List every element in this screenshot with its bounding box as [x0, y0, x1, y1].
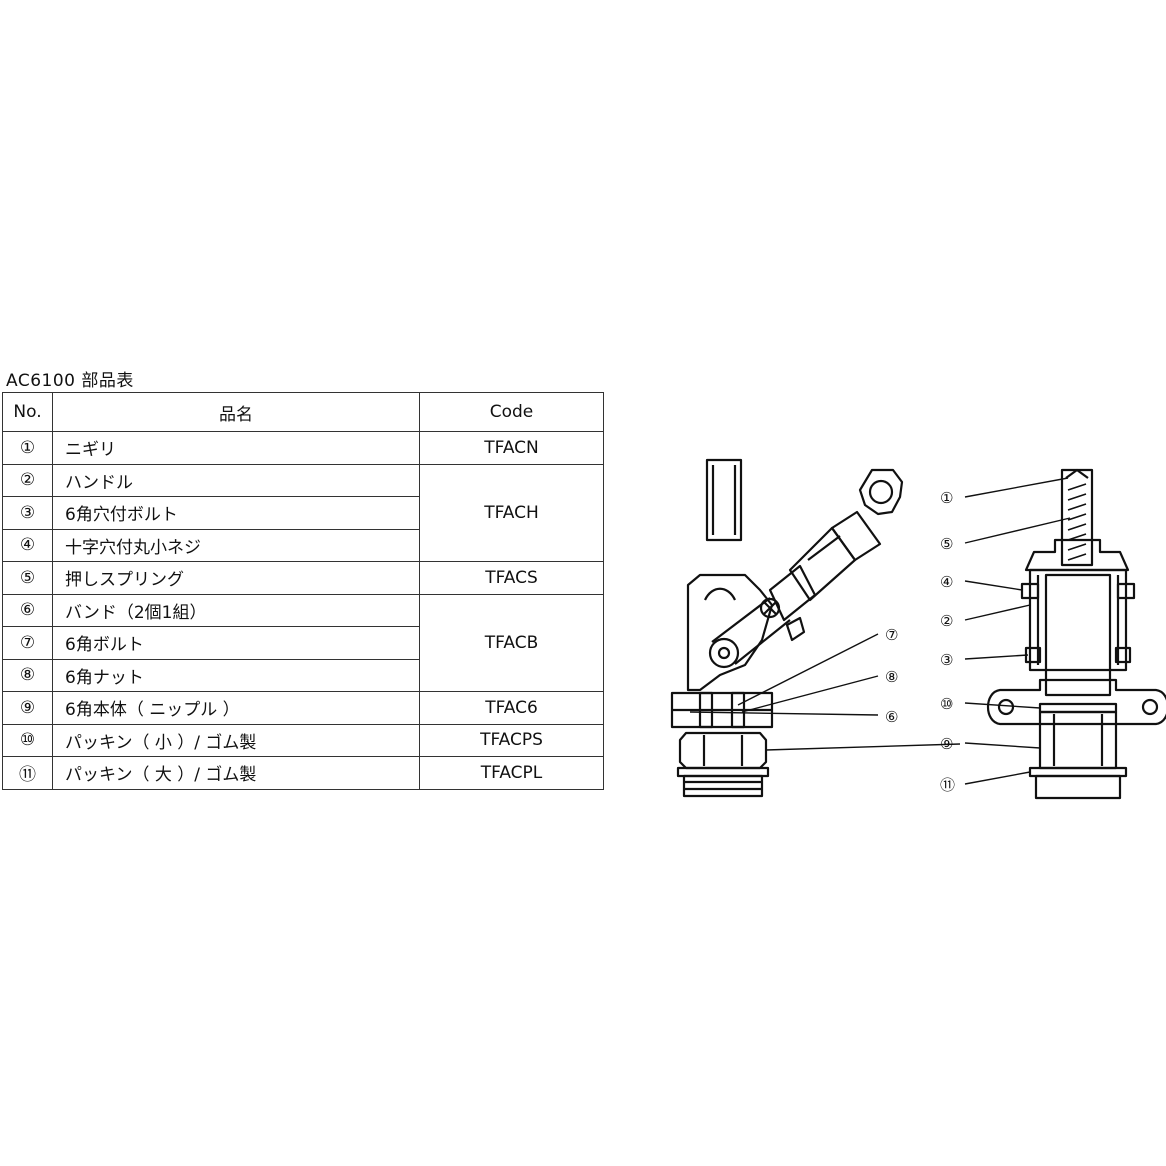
diagram-label-11: ⑪ [940, 776, 955, 794]
diagram-label-8: ⑧ [885, 668, 898, 686]
part-name: パッキン（ 小 ）/ ゴム製 [52, 723, 420, 757]
part-code: TFACH [419, 463, 604, 562]
band [670, 691, 774, 729]
part-number: ⑦ [2, 626, 53, 660]
part-code: TFACN [419, 431, 604, 465]
handle-shaft [768, 510, 882, 622]
part-code: TFACB [419, 593, 604, 692]
diagram-label-3: ③ [940, 651, 953, 669]
part-name: 6角穴付ボルト [52, 496, 420, 530]
header-no: No. [2, 392, 53, 432]
part-name: ニギリ [52, 431, 420, 465]
part-number: ⑨ [2, 691, 53, 725]
part-number: ⑤ [2, 561, 53, 595]
part-code: TFACS [419, 561, 604, 595]
part-number: ⑧ [2, 658, 53, 692]
diagram-label-2: ② [940, 612, 953, 630]
part-number: ⑪ [2, 756, 53, 790]
part-code: TFACPS [419, 723, 604, 757]
diagram-label-5: ⑤ [940, 535, 953, 553]
diagram-label-1: ① [940, 489, 953, 507]
part-name: バンド（2個1組） [52, 593, 420, 627]
part-code: TFAC6 [419, 691, 604, 725]
part-number: ⑩ [2, 723, 53, 757]
page-title: AC6100 部品表 [6, 371, 134, 391]
grip-sleeve [705, 458, 743, 542]
cross-section [986, 468, 1166, 800]
diagram-label-7: ⑦ [885, 626, 898, 644]
knob [858, 468, 904, 516]
hex-nipple [676, 731, 770, 798]
table-header-row: No. 品名 Code [2, 392, 604, 432]
part-number: ② [2, 463, 53, 497]
header-name: 品名 [52, 392, 420, 432]
part-name: 6角本体（ ニップル ） [52, 691, 420, 725]
part-number: ① [2, 431, 53, 465]
part-name: 押しスプリング [52, 561, 420, 595]
diagram-label-9: ⑨ [940, 735, 953, 753]
parts-diagram: ⑦ ⑧ ⑥ ① ⑤ ④ ② ③ ⑩ ⑨ ⑪ [670, 458, 1166, 800]
valve-body [686, 573, 806, 692]
leader-lines [689, 477, 1071, 785]
diagram-label-10: ⑩ [940, 695, 953, 713]
diagram-label-4: ④ [940, 573, 953, 591]
diagram-label-6: ⑥ [885, 708, 898, 726]
header-code: Code [419, 392, 604, 432]
part-name: 十字穴付丸小ネジ [52, 528, 420, 562]
part-name: ハンドル [52, 463, 420, 497]
part-number: ④ [2, 528, 53, 562]
part-name: パッキン（ 大 ）/ ゴム製 [52, 756, 420, 790]
part-code: TFACPL [419, 756, 604, 790]
part-number: ⑥ [2, 593, 53, 627]
part-name: 6角ボルト [52, 626, 420, 660]
part-name: 6角ナット [52, 658, 420, 692]
part-number: ③ [2, 496, 53, 530]
